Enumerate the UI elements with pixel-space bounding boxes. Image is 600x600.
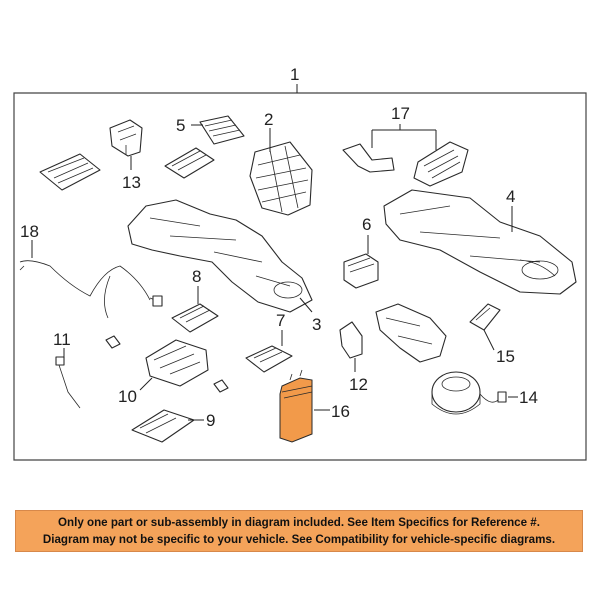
callout-16: 16 [331, 402, 350, 421]
part-6-block [343, 253, 379, 289]
part-15-plate [469, 303, 501, 331]
part-4-case [383, 189, 577, 295]
part-8-panel [171, 303, 219, 333]
part-9-tray [131, 409, 195, 443]
callout-14: 14 [519, 388, 538, 407]
callout-3: 3 [312, 315, 321, 334]
leader-17 [371, 124, 437, 150]
part-16-heater-core [279, 369, 313, 443]
callout-5: 5 [176, 116, 185, 135]
callout-10: 10 [118, 387, 137, 406]
callout-8: 8 [192, 267, 201, 286]
disclaimer-line-2: Diagram may not be specific to your vehi… [42, 533, 556, 546]
part-10-module [145, 339, 209, 387]
part-door-actuator [375, 303, 447, 363]
disclaimer-line-1: Only one part or sub-assembly in diagram… [58, 516, 540, 529]
part-3-main-case [127, 199, 313, 313]
part-clip-b [213, 379, 229, 393]
callout-7: 7 [276, 311, 285, 330]
part-14-blower [431, 371, 507, 415]
callout-18: 18 [20, 222, 39, 241]
callout-4: 4 [506, 187, 515, 206]
callout-11: 11 [53, 330, 71, 349]
part-5-filter [199, 115, 245, 145]
callout-1: 1 [290, 65, 299, 84]
part-17-ducts [342, 141, 469, 187]
disclaimer-banner: Only one part or sub-assembly in diagram… [15, 510, 583, 552]
part-12-door [339, 321, 363, 359]
callout-17: 17 [391, 104, 410, 123]
callout-15: 15 [496, 347, 515, 366]
part-grille-center [164, 147, 215, 179]
part-13-bracket [109, 119, 143, 157]
part-7-panel [245, 345, 293, 373]
part-18-harness [19, 260, 163, 319]
callout-12: 12 [349, 375, 368, 394]
leader-3 [299, 297, 313, 313]
heater-core-highlight [279, 377, 313, 443]
assembly-frame [13, 92, 587, 461]
part-grille-left [39, 153, 101, 191]
part-2-housing [249, 141, 313, 216]
callout-9: 9 [206, 411, 215, 430]
callout-6: 6 [362, 215, 371, 234]
leader-10 [139, 377, 153, 391]
callout-13: 13 [122, 173, 141, 192]
part-11-rod [55, 356, 81, 409]
part-clip-a [105, 335, 121, 349]
callout-2: 2 [264, 110, 273, 129]
leader-15 [483, 329, 495, 351]
